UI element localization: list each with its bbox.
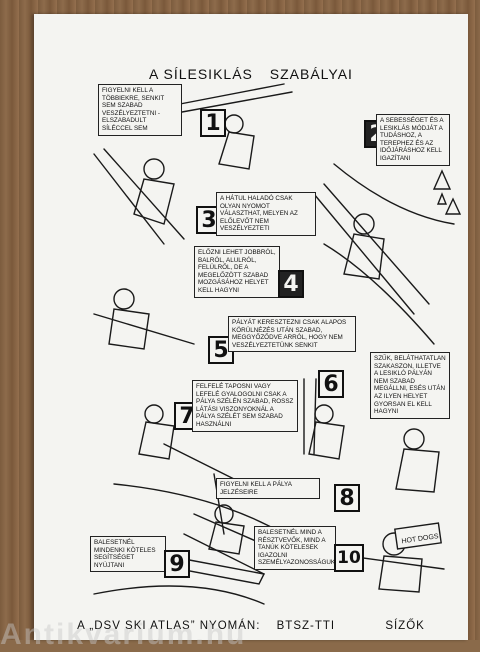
skier-body [343, 233, 385, 280]
watermark: Antikvarium.hu [0, 618, 247, 651]
footer-source: A „DSV SKI ATLAS” NYOMÁN: [77, 620, 261, 632]
rule-1-number: 1 [200, 109, 226, 137]
ski-line [103, 148, 185, 240]
skier-head [224, 114, 244, 134]
skier-body [138, 421, 175, 460]
rule-10-text: BALESETNÉL MIND A RÉSZTVEVŐK, MIND A TAN… [258, 529, 343, 567]
skier-body [218, 131, 255, 170]
page-title-right: SZABÁLYAI [269, 66, 353, 82]
hot-dog-sign: HOT DOGS [394, 522, 442, 550]
page-title: A SÍLESIKLÁS SZABÁLYAI [34, 66, 468, 82]
rule-6-box: SZŰK, BELÁTHATATLAN SZAKASZON, ILLETVE A… [370, 352, 450, 419]
rule-3-box: A HÁTUL HALADÓ CSAK OLYAN NYOMOT VÁLASZT… [216, 192, 316, 236]
slope-line [323, 243, 435, 345]
rule-8-number: 8 [334, 484, 360, 512]
ski-line [323, 183, 430, 305]
rule-7-text: FELFELÉ TAPOSNI VAGY LEFELÉ GYALOGOLNI C… [196, 383, 294, 428]
rule-3-number: 3 [196, 206, 222, 234]
rule-2-box: A SEBESSÉGET ÉS A LESIKLÁS MÓDJÁT A TUDÁ… [376, 114, 450, 166]
ski-line [163, 443, 235, 480]
rule-8-box: FIGYELNI KELL A PÁLYA JELZÉSEIRE [216, 478, 320, 500]
rule-9-text: BALESETNÉL MINDENKI KÖTELES SEGÍTSÉGET N… [94, 539, 156, 569]
ski-line [159, 91, 293, 117]
slope-line [93, 585, 265, 605]
skier-head [403, 428, 425, 450]
book-page: A SÍLESIKLÁS SZABÁLYAI [34, 14, 468, 640]
skier-head [113, 288, 135, 310]
rule-1-box: FIGYELNI KELL A TÖBBIEKRE, SENKIT SEM SZ… [98, 84, 182, 136]
ski-line [93, 153, 165, 245]
skier-body [395, 448, 440, 493]
stretcher [177, 558, 266, 585]
rule-5-text: PÁLYÁT KERESZTEZNI CSAK ALAPOS KÖRÜLNÉZÉ… [232, 319, 347, 349]
rule-4-box: ELŐZNI LEHET JOBBRÓL, BALRÓL, ALULRÓL, F… [194, 246, 280, 298]
skier-body [208, 521, 245, 555]
rule-5-box: PÁLYÁT KERESZTEZNI CSAK ALAPOS KÖRÜLNÉZÉ… [228, 316, 356, 353]
skier-head [144, 404, 164, 424]
slope-line [113, 483, 285, 535]
rule-7-box: FELFELÉ TAPOSNI VAGY LEFELÉ GYALOGOLNI C… [192, 380, 298, 432]
tree-icon [444, 197, 462, 215]
skier-body [308, 421, 345, 460]
rule-4-number: 4 [278, 270, 304, 298]
ski-line [313, 193, 415, 315]
rule-3-text: A HÁTUL HALADÓ CSAK OLYAN NYOMOT VÁLASZT… [220, 195, 298, 233]
rule-8-text: FIGYELNI KELL A PÁLYA JELZÉSEIRE [220, 481, 292, 496]
ski-line [93, 313, 195, 345]
page-footer: A „DSV SKI ATLAS” NYOMÁN: BTSZ-TTI SÍZŐK [34, 620, 468, 632]
rule-6-text: SZŰK, BELÁTHATATLAN SZAKASZON, ILLETVE A… [374, 355, 446, 416]
footer-skiers: SÍZŐK [385, 620, 425, 632]
skier-body [108, 308, 150, 350]
skier-body [378, 555, 423, 593]
rule-6-number: 6 [318, 370, 344, 398]
rule-1-text: FIGYELNI KELL A TÖBBIEKRE, SENKIT SEM SZ… [102, 87, 165, 132]
footer-publisher: BTSZ-TTI [276, 620, 336, 632]
rule-4-text: ELŐZNI LEHET JOBBRÓL, BALRÓL, ALULRÓL, F… [198, 249, 276, 294]
skier-head [314, 404, 334, 424]
page-title-left: A SÍLESIKLÁS [149, 66, 253, 82]
rule-10-number: 10 [334, 544, 364, 572]
rule-9-number: 9 [164, 550, 190, 578]
skier-body [133, 178, 175, 225]
rule-9-box: BALESETNÉL MINDENKI KÖTELES SEGÍTSÉGET N… [90, 536, 166, 573]
rule-10-box: BALESETNÉL MIND A RÉSZTVEVŐK, MIND A TAN… [254, 526, 343, 570]
slope-line [333, 163, 455, 225]
skier-head [353, 213, 375, 235]
ski-line [183, 533, 265, 575]
rule-2-text: A SEBESSÉGET ÉS A LESIKLÁS MÓDJÁT A TUDÁ… [380, 117, 444, 162]
ski-pole [213, 473, 225, 535]
tree-icon [432, 169, 452, 205]
skier-head [143, 158, 165, 180]
